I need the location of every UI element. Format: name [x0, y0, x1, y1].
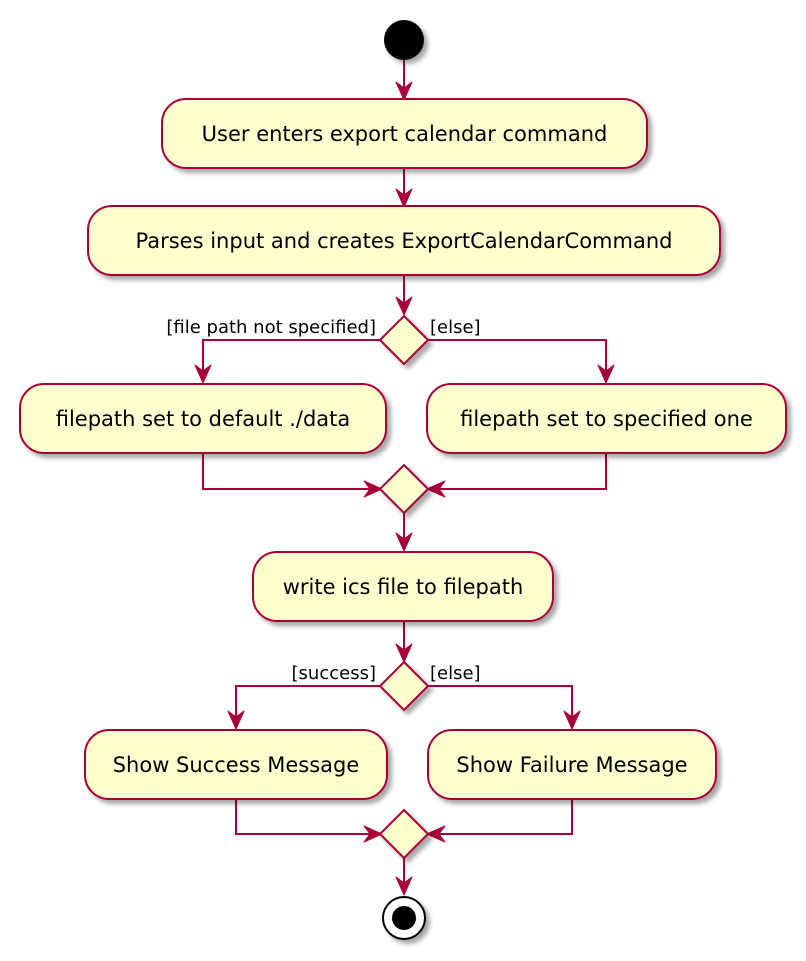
- action-label: Show Failure Message: [456, 753, 687, 777]
- action-label: filepath set to default ./data: [56, 407, 351, 431]
- arrowhead-icon: [395, 532, 413, 552]
- arrowheads: [194, 81, 615, 896]
- arrowhead-icon: [426, 825, 446, 843]
- arrowhead-icon: [395, 296, 413, 316]
- action-label: Show Success Message: [113, 753, 360, 777]
- arrowhead-icon: [395, 643, 413, 663]
- arrowhead-icon: [426, 480, 446, 498]
- action-label: write ics file to filepath: [283, 575, 524, 599]
- edge-failure-to-merge2: [428, 799, 573, 835]
- merge-diamond-icon: [378, 463, 430, 515]
- arrowhead-icon: [395, 188, 413, 208]
- arrowhead-icon: [563, 710, 581, 730]
- arrowhead-icon: [194, 364, 212, 384]
- action-enter-command: User enters export calendar command: [161, 98, 648, 169]
- arrowhead-icon: [363, 825, 383, 843]
- arrowhead-icon: [597, 364, 615, 384]
- action-default-path: filepath set to default ./data: [19, 383, 387, 454]
- guard-success: [success]: [292, 663, 376, 684]
- end-node-icon: [382, 896, 426, 940]
- decision-diamond-icon: [378, 660, 430, 712]
- action-label: filepath set to specified one: [460, 407, 753, 431]
- edge-specified-to-merge1: [428, 453, 607, 490]
- edge-success-to-merge2: [235, 799, 381, 835]
- action-label: User enters export calendar command: [202, 122, 608, 146]
- action-parse-input: Parses input and creates ExportCalendarC…: [87, 205, 721, 276]
- action-specified-path: filepath set to specified one: [426, 383, 787, 454]
- edge-decision2-right: [428, 685, 573, 727]
- guard-file-path-not-specified: [file path not specified]: [166, 317, 376, 338]
- start-node-icon: [384, 20, 424, 60]
- guard-else-write: [else]: [430, 663, 481, 684]
- edge-decision1-left: [202, 339, 380, 381]
- arrowhead-icon: [227, 710, 245, 730]
- edge-default-to-merge1: [202, 453, 381, 490]
- edge-decision1-right: [428, 339, 607, 381]
- decision-diamond-icon: [378, 314, 430, 366]
- arrowhead-icon: [363, 480, 383, 498]
- arrowhead-icon: [395, 876, 413, 896]
- action-show-success: Show Success Message: [84, 729, 388, 800]
- arrowhead-icon: [395, 81, 413, 101]
- edge-decision2-left: [235, 685, 380, 727]
- action-label: Parses input and creates ExportCalendarC…: [136, 229, 673, 253]
- merge-diamond-icon: [378, 808, 430, 860]
- action-show-failure: Show Failure Message: [427, 729, 717, 800]
- guard-else-path: [else]: [430, 317, 481, 338]
- action-write-file: write ics file to filepath: [252, 551, 554, 622]
